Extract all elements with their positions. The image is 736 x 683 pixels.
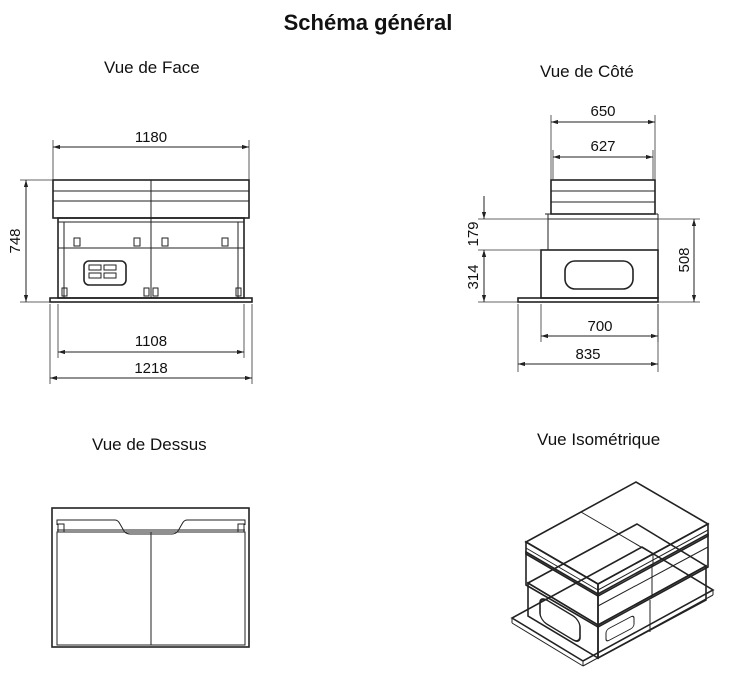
side-dim-650: 650 xyxy=(590,103,615,120)
front-view-drawing xyxy=(49,179,253,303)
iso-view-title: Vue Isométrique xyxy=(537,430,661,449)
side-dim-right-height xyxy=(658,218,700,303)
side-dim-314: 314 xyxy=(465,264,482,289)
side-dim-top-outer xyxy=(550,115,656,180)
side-dim-700: 700 xyxy=(587,318,612,335)
top-view-title: Vue de Dessus xyxy=(92,435,207,454)
front-dim-inner xyxy=(57,304,245,358)
front-dim-1218: 1218 xyxy=(134,360,167,377)
side-dim-835: 835 xyxy=(575,346,600,363)
side-dim-left-heights xyxy=(478,196,548,303)
front-dim-748: 748 xyxy=(7,228,24,253)
page-title: Schéma général xyxy=(283,10,453,35)
top-view-drawing xyxy=(51,507,250,648)
front-dim-top xyxy=(52,140,250,180)
front-view-title: Vue de Face xyxy=(104,58,200,77)
side-dim-179: 179 xyxy=(465,221,482,246)
side-view-drawing xyxy=(517,179,659,303)
front-dim-1180: 1180 xyxy=(135,129,167,146)
side-dim-627: 627 xyxy=(590,138,615,155)
front-dim-base xyxy=(49,304,253,384)
side-dim-base xyxy=(517,304,659,372)
front-dim-1108: 1108 xyxy=(135,333,167,350)
iso-view-drawing xyxy=(510,481,715,667)
front-dim-height xyxy=(20,179,53,303)
side-dim-top-inner xyxy=(552,150,654,180)
side-view-title: Vue de Côté xyxy=(540,62,634,81)
side-dim-508: 508 xyxy=(676,247,693,272)
